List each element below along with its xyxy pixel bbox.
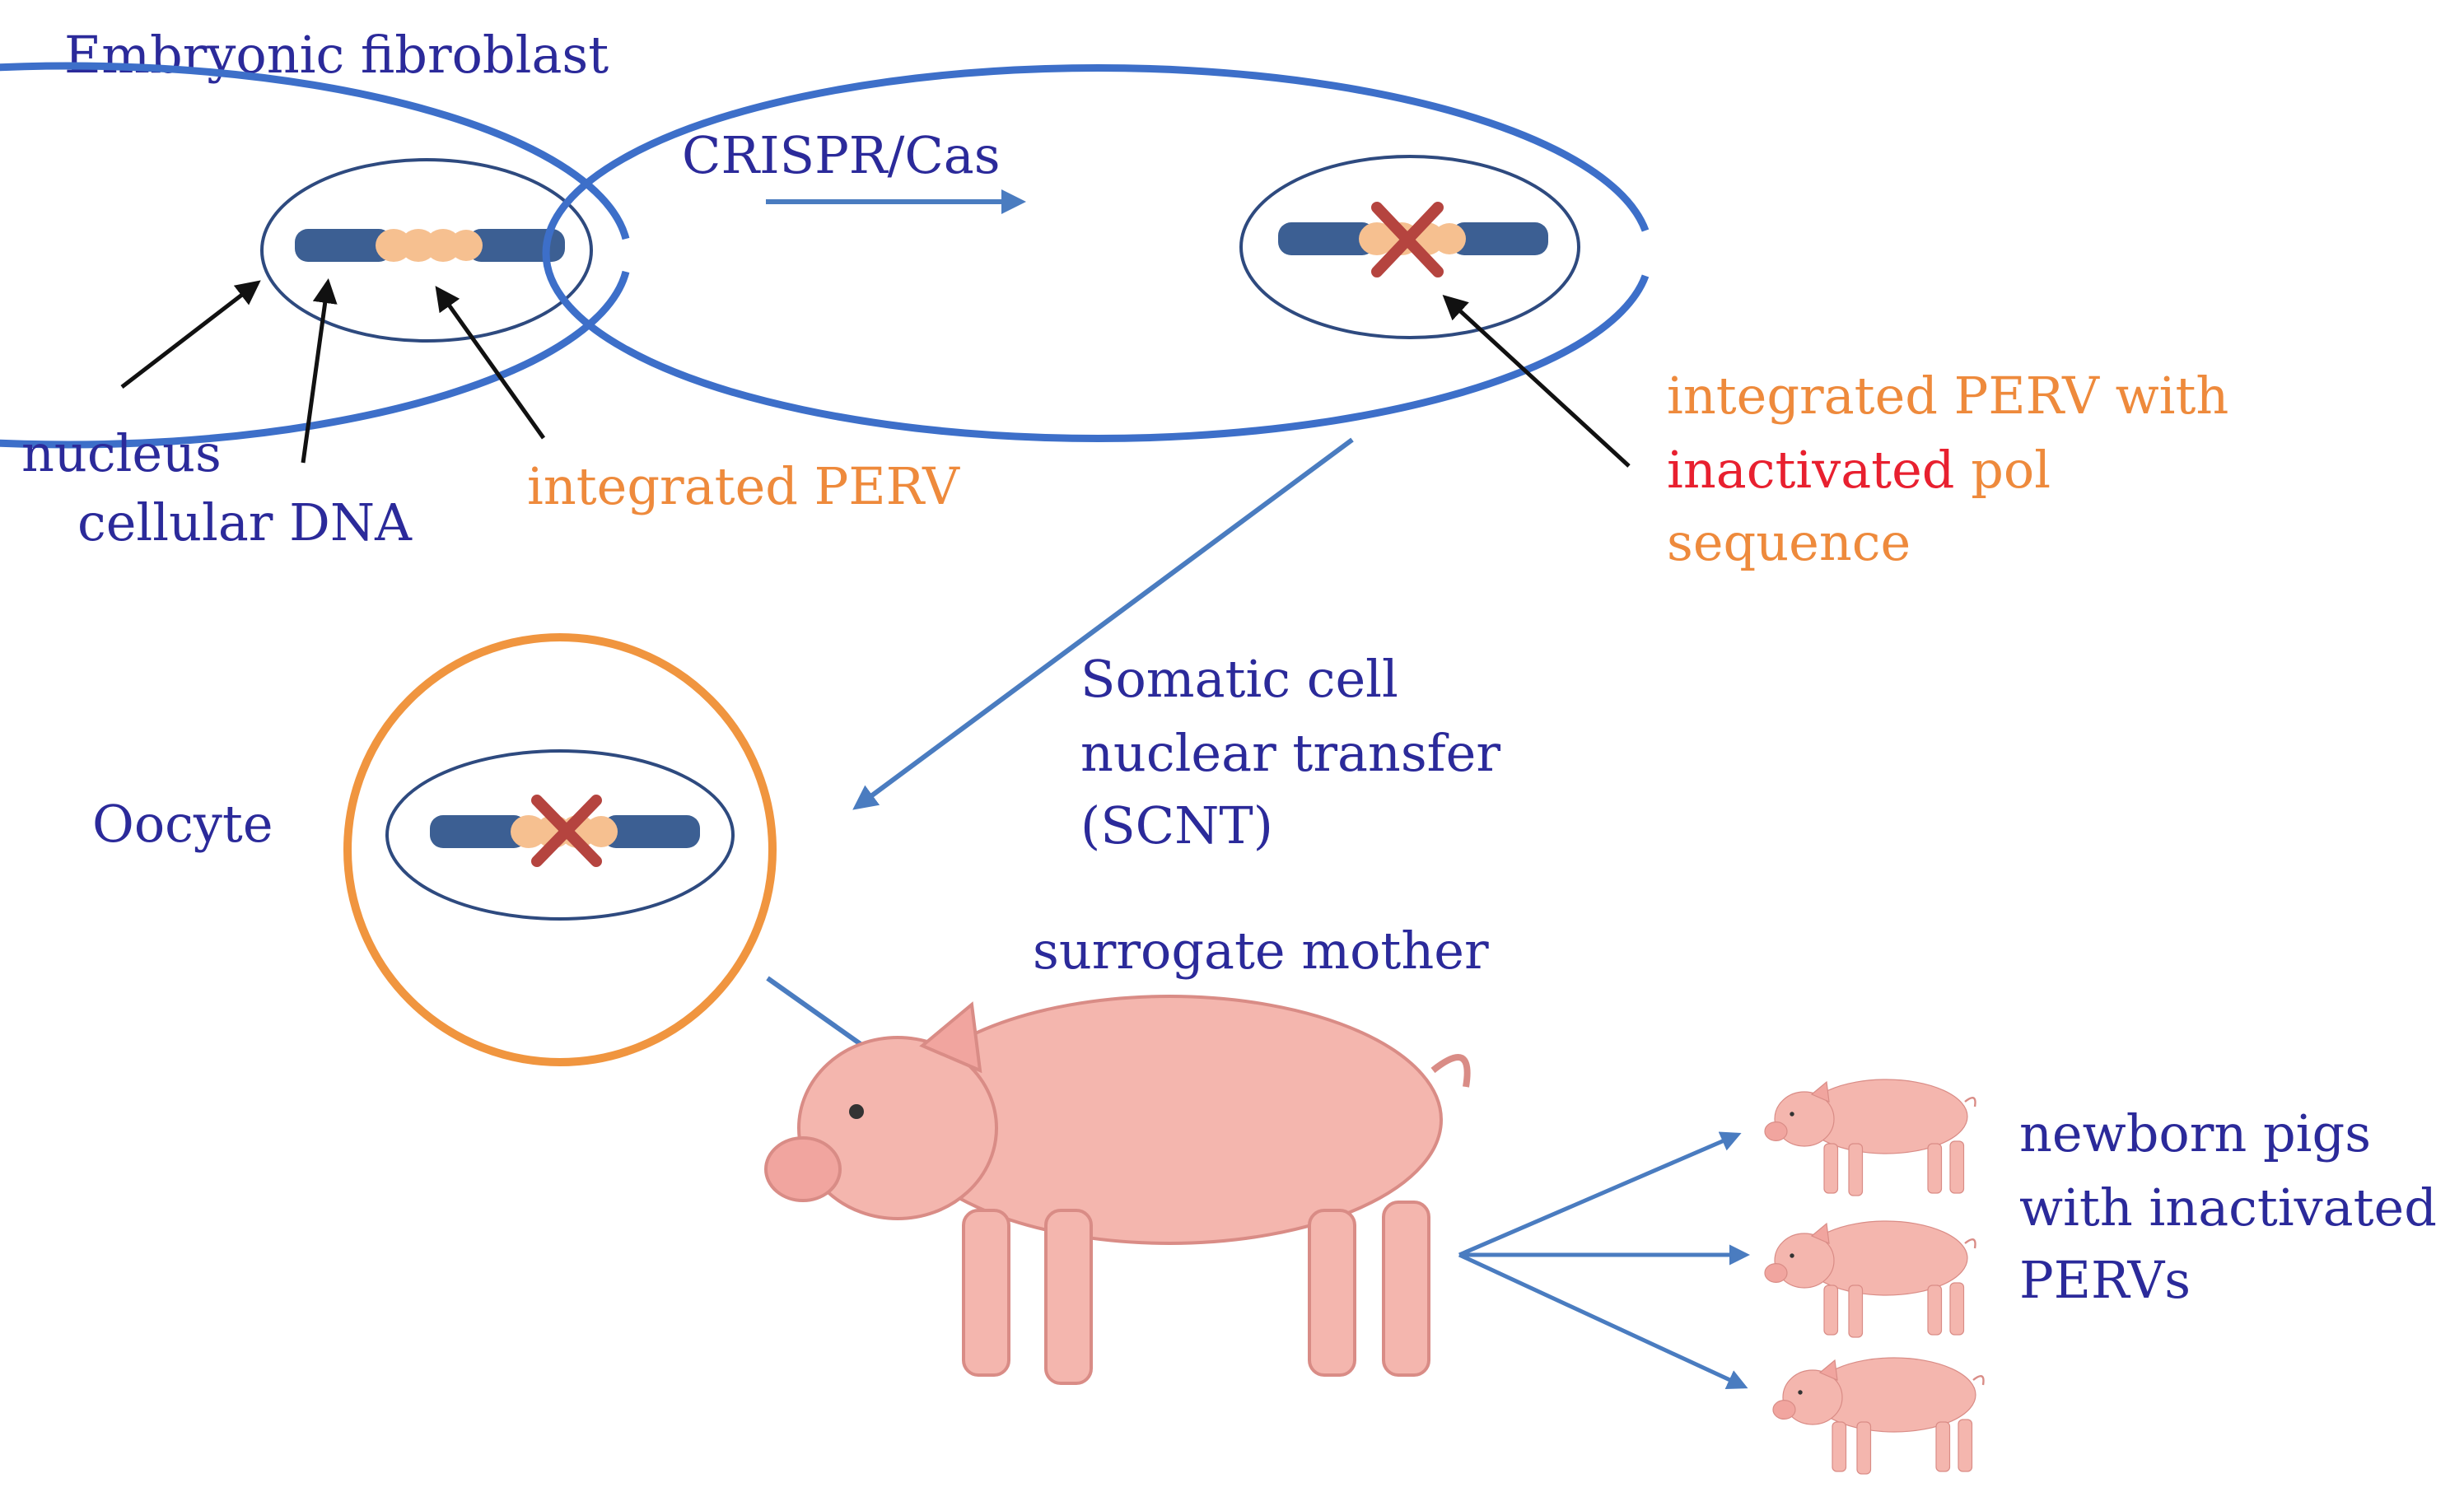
inactivated-perv-label-line1: integrated PERV with	[1667, 366, 2228, 426]
edited-fibroblast-cell	[542, 64, 1650, 442]
piglet-bottom	[1771, 1356, 1985, 1476]
scnt-label-line3: (SCNT)	[1080, 795, 1273, 856]
oocyte-nucleus	[385, 749, 735, 921]
inactivation-x-mark	[1371, 202, 1444, 277]
nucleus-label: nucleus	[21, 423, 222, 483]
scnt-label-line2: nuclear transfer	[1080, 723, 1500, 783]
oocyte-ring	[343, 633, 777, 1066]
birth-arrow-top	[1458, 1131, 1742, 1257]
piglet-top	[1763, 1078, 1976, 1197]
edited-membrane	[542, 64, 1650, 442]
inactivated-perv-label-line3: sequence	[1667, 512, 1911, 572]
pol-word: pol	[1954, 440, 2051, 500]
newborn-label-line2: with inactivated	[2019, 1177, 2437, 1238]
inactivated-perv-label-line2: inactivated pol	[1667, 440, 2051, 500]
scnt-arrow	[852, 437, 1354, 810]
piglet-middle	[1763, 1219, 1976, 1339]
inactivated-word: inactivated	[1667, 440, 1954, 500]
pointer-integrated-perv	[435, 286, 546, 440]
newborn-label-line3: PERVs	[2019, 1250, 2191, 1310]
oocyte-label: Oocyte	[92, 794, 273, 854]
fibroblast-membrane	[0, 62, 630, 449]
fibroblast-cell	[0, 62, 630, 449]
crispr-cas-label: CRISPR/Cas	[682, 125, 1001, 185]
oocyte-x-mark	[531, 795, 602, 867]
pointer-cellular-dna	[301, 278, 338, 464]
fibroblast-nucleus	[260, 158, 593, 343]
pointer-nucleus	[120, 280, 261, 389]
newborn-label-line1: newborn pigs	[2019, 1103, 2371, 1163]
integrated-perv-label: integrated PERV	[527, 456, 960, 516]
scnt-label-line1: Somatic cell	[1080, 649, 1398, 709]
edited-nucleus	[1239, 155, 1580, 339]
cellular-dna-label: cellular DNA	[77, 492, 413, 553]
pointer-inactivated-perv	[1442, 294, 1631, 468]
oocyte-cell	[343, 633, 777, 1066]
surrogate-pig	[766, 996, 1468, 1383]
embryonic-fibroblast-label: Embryonic fibroblast	[64, 25, 609, 85]
birth-arrow-bottom	[1458, 1252, 1748, 1389]
surrogate-mother-label: surrogate mother	[1033, 921, 1489, 981]
fibroblast-dna	[295, 229, 565, 262]
